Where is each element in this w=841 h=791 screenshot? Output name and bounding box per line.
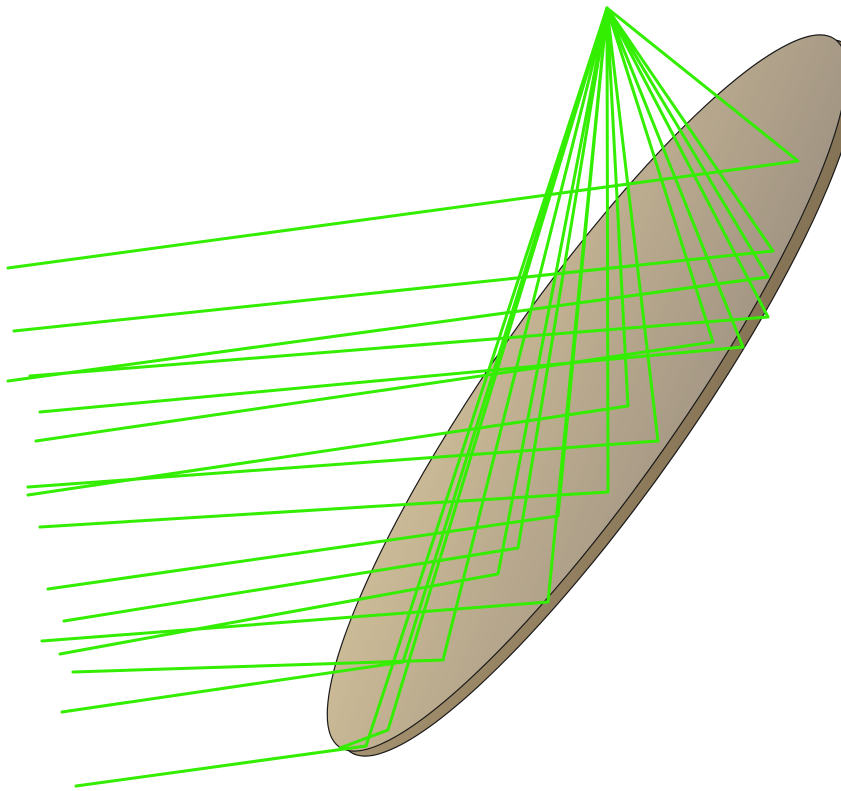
ray — [34, 6, 715, 443]
ray — [58, 6, 609, 656]
ray — [12, 6, 775, 333]
ray — [26, 6, 660, 489]
light-rays — [6, 6, 800, 788]
ray — [62, 6, 609, 623]
ray — [6, 6, 770, 383]
ray — [38, 6, 610, 529]
ray — [71, 6, 609, 674]
ray — [26, 6, 630, 497]
ray — [60, 6, 609, 714]
ray — [74, 6, 609, 788]
ray — [38, 6, 745, 414]
ray — [28, 6, 770, 378]
focal-point — [605, 6, 609, 10]
ray — [338, 6, 609, 750]
ray — [6, 6, 800, 270]
